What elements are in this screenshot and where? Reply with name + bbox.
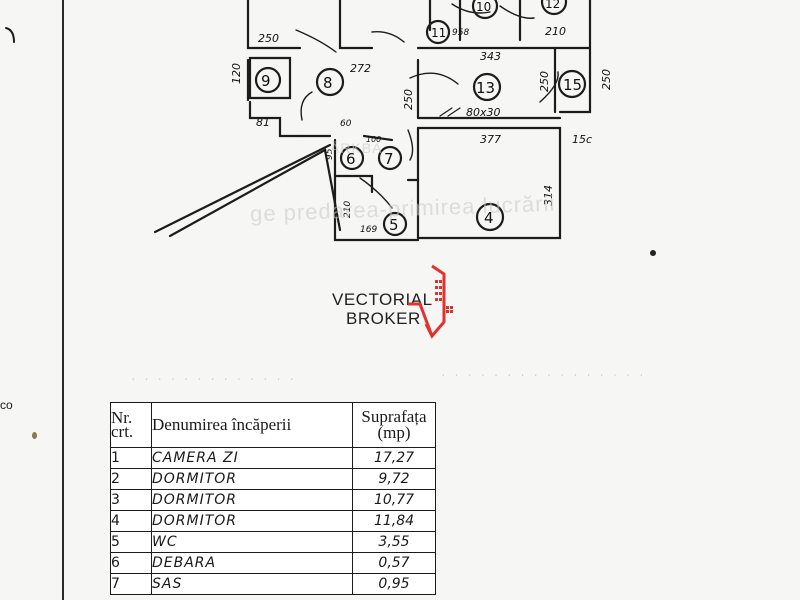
- room-number: 15: [563, 76, 582, 94]
- logo-text-line2: BROKER: [346, 309, 421, 328]
- row-room-name: DEBARA: [151, 552, 353, 574]
- room-number: 8: [323, 74, 333, 92]
- margin-note: co: [0, 398, 13, 412]
- margin-line: [62, 0, 64, 600]
- room-number: 13: [476, 79, 495, 97]
- row-area: 3,55: [352, 531, 436, 553]
- row-area: 0,57: [352, 552, 436, 574]
- row-nr: 1: [110, 447, 152, 469]
- row-room-name: SAS: [151, 573, 353, 595]
- row-nr: 4: [110, 510, 152, 532]
- row-area: 11,84: [352, 510, 436, 532]
- row-room-name: DORMITOR: [151, 468, 353, 490]
- dimension-label: 80x30: [466, 106, 501, 119]
- rooms-area-table: Nr. crt. Denumirea încăperii Suprafața (…: [110, 402, 436, 595]
- dimension-label: 60: [340, 119, 352, 129]
- floor-plan: 9 8 13 15 6 7 5 4 11 10 12 250 120 81 27…: [5, 0, 613, 242]
- dimension-label: 81: [256, 116, 270, 129]
- table-row: 1 CAMERA ZI 17,27: [110, 447, 436, 469]
- faint-scan-text: . . . . . . . . . . . . . . . .: [440, 368, 645, 380]
- header-nr: Nr. crt.: [110, 402, 152, 448]
- table-header-row: Nr. crt. Denumirea încăperii Suprafața (…: [110, 402, 436, 448]
- faint-scan-text: . . . . . . . . . . . . .: [130, 372, 296, 384]
- ink-dot: [650, 250, 656, 256]
- floor-plan-drawing: 9 8 13 15 6 7 5 4 11 10 12 250 120 81 27…: [5, 0, 613, 242]
- row-area: 10,77: [352, 489, 436, 511]
- row-room-name: CAMERA ZI: [151, 447, 353, 469]
- table-row: 7 SAS 0,95: [110, 573, 436, 595]
- header-area: Suprafața (mp): [352, 402, 436, 448]
- logo-text-line1: VECTORIAL: [332, 290, 433, 309]
- dimension-label: 169: [360, 225, 377, 235]
- header-room-name: Denumirea încăperii: [151, 402, 353, 448]
- table-row: 5 WC 3,55: [110, 531, 436, 553]
- dimension-label: 314: [542, 185, 555, 206]
- dimension-label: 250: [402, 89, 415, 110]
- room-number: 6: [346, 150, 356, 168]
- dimension-label: 100: [366, 135, 381, 144]
- dimension-label: 250: [538, 71, 551, 92]
- dimension-label: 210: [343, 201, 353, 218]
- dimension-label: 250: [600, 69, 613, 90]
- room-number: 4: [484, 209, 494, 227]
- dimension-label: 95: [325, 148, 335, 160]
- table-row: 3 DORMITOR 10,77: [110, 489, 436, 511]
- vectorial-broker-logo: VECTORIAL BROKER: [330, 262, 480, 342]
- table-row: 4 DORMITOR 11,84: [110, 510, 436, 532]
- table-row: 6 DEBARA 0,57: [110, 552, 436, 574]
- background-watermark-text: ĂRKBA: [330, 140, 382, 156]
- dimension-label: 958: [452, 28, 469, 38]
- row-area: 9,72: [352, 468, 436, 490]
- row-area: 0,95: [352, 573, 436, 595]
- dimension-label: 377: [480, 133, 501, 146]
- dimension-label: 272: [350, 62, 371, 75]
- dimension-label: 15c: [572, 133, 592, 146]
- row-room-name: DORMITOR: [151, 489, 353, 511]
- row-area: 17,27: [352, 447, 436, 469]
- room-number: 7: [384, 150, 394, 168]
- table-row: 2 DORMITOR 9,72: [110, 468, 436, 490]
- row-nr: 6: [110, 552, 152, 574]
- watermark-line: ĂRKBA: [330, 140, 383, 156]
- ink-dot: [32, 432, 37, 439]
- dimension-label: 250: [258, 32, 279, 45]
- room-number: 12: [545, 0, 560, 11]
- row-nr: 2: [110, 468, 152, 490]
- room-number: 11: [431, 26, 446, 40]
- row-room-name: DORMITOR: [151, 510, 353, 532]
- row-nr: 5: [110, 531, 152, 553]
- row-room-name: WC: [151, 531, 353, 553]
- logo-building-icon: [408, 264, 453, 339]
- row-nr: 7: [110, 573, 152, 595]
- room-number: 9: [261, 72, 271, 90]
- dimension-label: 210: [545, 25, 566, 38]
- room-number: 10: [476, 0, 491, 14]
- dimension-label: 343: [480, 50, 501, 63]
- room-number: 5: [389, 216, 399, 234]
- row-nr: 3: [110, 489, 152, 511]
- dimension-label: 120: [230, 63, 243, 84]
